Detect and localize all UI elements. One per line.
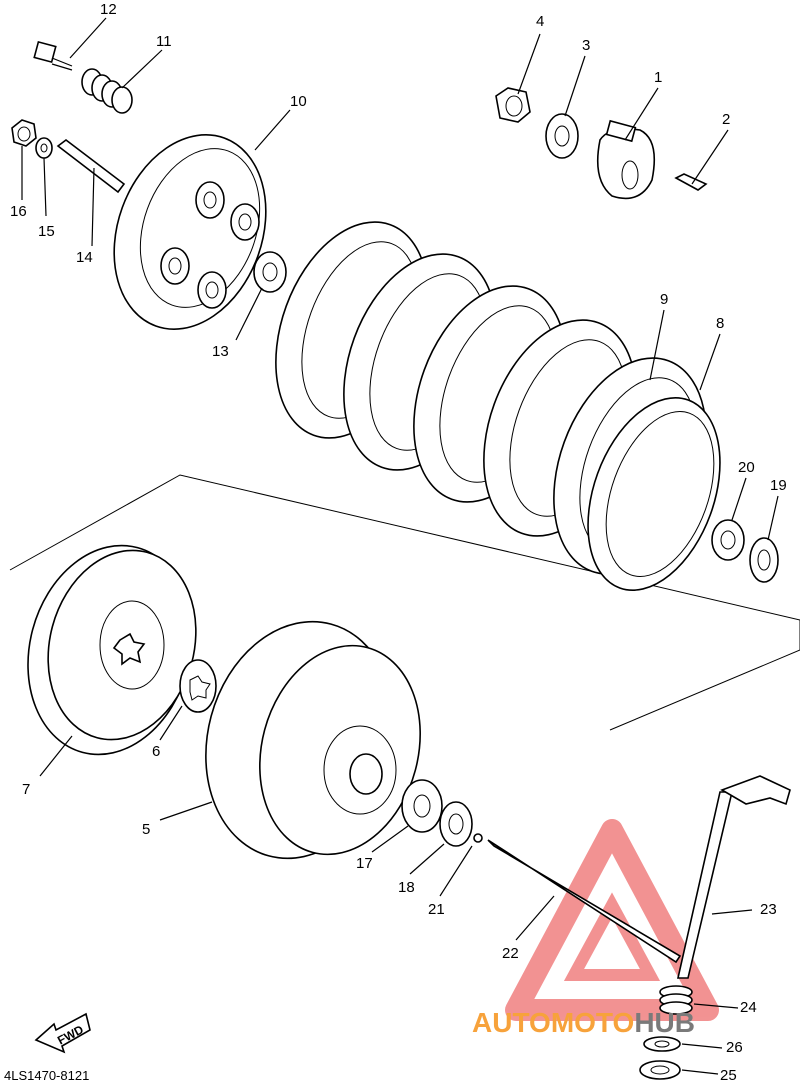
label-part-8: 8 — [716, 315, 724, 332]
part-1-cam — [596, 119, 656, 200]
part-20-bearing — [711, 519, 745, 561]
part-7-clutch-boss — [27, 544, 197, 756]
part-12-bolt — [33, 40, 73, 71]
label-part-13: 13 — [212, 343, 229, 360]
part-15-washer — [35, 137, 53, 159]
label-part-15: 15 — [38, 223, 55, 240]
label-part-10: 10 — [290, 93, 307, 110]
part-16-nut — [11, 119, 37, 147]
label-part-11: 11 — [156, 33, 172, 50]
label-part-19: 19 — [770, 477, 787, 494]
part-10-pressure-plate — [113, 134, 267, 330]
label-part-21: 21 — [428, 901, 445, 918]
label-part-3: 3 — [582, 37, 590, 54]
part-11-spring — [81, 68, 133, 114]
part-18-washer — [439, 801, 473, 847]
part-21-ball — [473, 833, 483, 843]
label-part-9: 9 — [660, 291, 668, 308]
part-3-washer — [545, 113, 579, 159]
watermark-logo-icon — [505, 819, 719, 1021]
label-part-1: 1 — [654, 69, 662, 86]
label-part-7: 7 — [22, 781, 30, 798]
watermark-part2: HUB — [634, 1007, 695, 1038]
part-23-push-lever-shaft — [676, 775, 791, 979]
part-26-washer — [643, 1036, 681, 1052]
label-part-17: 17 — [356, 855, 373, 872]
fwd-arrow-icon: FWD — [34, 1012, 91, 1054]
diagram-code: 4LS1470-8121 — [4, 1068, 89, 1083]
watermark-part1: AUTOMOTO — [472, 1007, 634, 1038]
part-14-stud — [56, 138, 126, 194]
label-part-20: 20 — [738, 459, 755, 476]
leader-lines — [21, 17, 779, 1075]
part-17-spacer — [401, 779, 443, 833]
label-part-2: 2 — [722, 111, 730, 128]
part-24-spring — [659, 985, 693, 1015]
watermark-text: AUTOMOTOHUB — [472, 1007, 695, 1038]
part-25-seal — [639, 1060, 681, 1080]
label-part-12: 12 — [100, 1, 117, 18]
part-13-nut — [253, 251, 287, 293]
label-part-14: 14 — [76, 249, 93, 266]
clutch-plates-stack — [275, 221, 721, 591]
label-part-24: 24 — [740, 999, 757, 1016]
assembly-outline — [9, 474, 800, 731]
part-19-circlip — [749, 537, 779, 583]
part-22-push-rod — [487, 839, 682, 964]
part-2-key — [674, 173, 708, 191]
label-part-4: 4 — [536, 13, 544, 30]
part-6-washer — [179, 659, 217, 713]
label-part-5: 5 — [142, 821, 150, 838]
part-4-nut — [495, 87, 531, 123]
label-part-26: 26 — [726, 1039, 743, 1056]
label-part-25: 25 — [720, 1067, 737, 1084]
label-part-18: 18 — [398, 879, 415, 896]
label-part-23: 23 — [760, 901, 777, 918]
part-5-clutch-housing — [205, 620, 421, 860]
label-part-6: 6 — [152, 743, 160, 760]
label-part-22: 22 — [502, 945, 519, 962]
label-part-16: 16 — [10, 203, 27, 220]
